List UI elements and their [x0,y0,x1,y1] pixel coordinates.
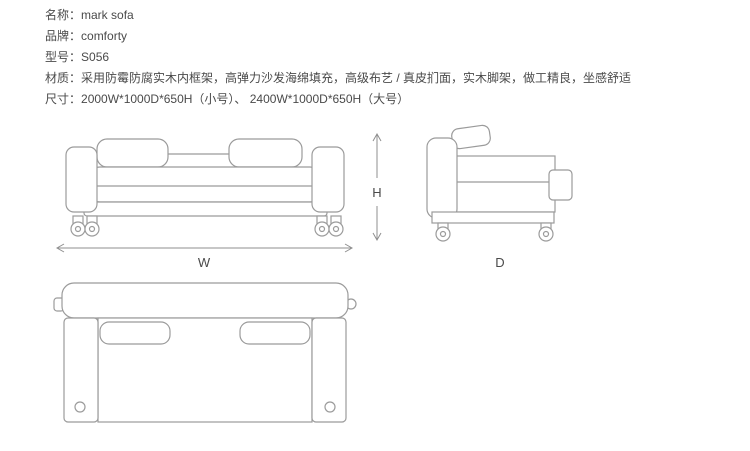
width-dimension [55,243,354,253]
sofa-front-view [65,138,345,237]
top-armrest-right [311,317,347,423]
spec-value-brand: comforty [81,29,128,43]
spec-value-size: 2000W*1000D*650H（小号）、 2400W*1000D*650H（大… [81,92,410,106]
sofa-top-view [53,282,357,423]
front-seat [87,166,323,203]
depth-dimension-label: D [495,255,504,270]
top-pillow-right [239,321,311,345]
top-caster-right [324,401,336,413]
spec-label-size: 尺寸： [45,92,82,106]
spec-row-size: 尺寸：2000W*1000D*650H（小号）、 2400W*1000D*650… [45,89,631,110]
width-dimension-label: W [198,255,211,270]
spec-value-name: mark sofa [81,8,134,22]
front-back-pillow-left [96,138,169,168]
top-caster-left [74,401,86,413]
side-base-frame [431,211,555,224]
spec-label-material: 材质： [45,71,82,85]
spec-label-name: 名称： [45,8,82,22]
front-caster-4 [328,215,344,237]
front-caster-2 [84,215,100,237]
sofa-technical-drawing: H W [53,124,573,423]
spec-row-brand: 品牌：comforty [45,26,631,47]
spec-label-model: 型号： [45,50,82,64]
front-caster-3 [314,215,330,237]
front-caster-1 [70,215,86,237]
spec-label-brand: 品牌： [45,29,82,43]
front-armrest-right [311,146,345,213]
spec-value-material: 采用防霉防腐实木内框架，高弹力沙发海绵填充，高级布艺 / 真皮扪面，实木脚架，做… [81,71,632,85]
spec-row-model: 型号：S056 [45,47,631,68]
side-armrest [548,169,573,201]
side-caster-back [435,222,451,242]
height-dimension [372,132,382,242]
sofa-side-view [426,124,573,242]
height-dimension-label: H [372,185,381,200]
top-pillow-left [99,321,171,345]
spec-row-material: 材质：采用防霉防腐实木内框架，高弹力沙发海绵填充，高级布艺 / 真皮扪面，实木脚… [45,68,631,89]
front-base-frame [83,201,328,217]
front-back-pillow-right [228,138,303,168]
front-armrest-left [65,146,98,213]
top-armrest-left [63,317,99,423]
side-caster-front [538,222,554,242]
side-backrest [426,137,458,219]
spec-list: 名称：mark sofa 品牌：comforty 型号：S056 材质：采用防霉… [45,5,631,110]
spec-row-name: 名称：mark sofa [45,5,631,26]
spec-value-model: S056 [81,50,110,64]
top-backrest [61,282,349,319]
